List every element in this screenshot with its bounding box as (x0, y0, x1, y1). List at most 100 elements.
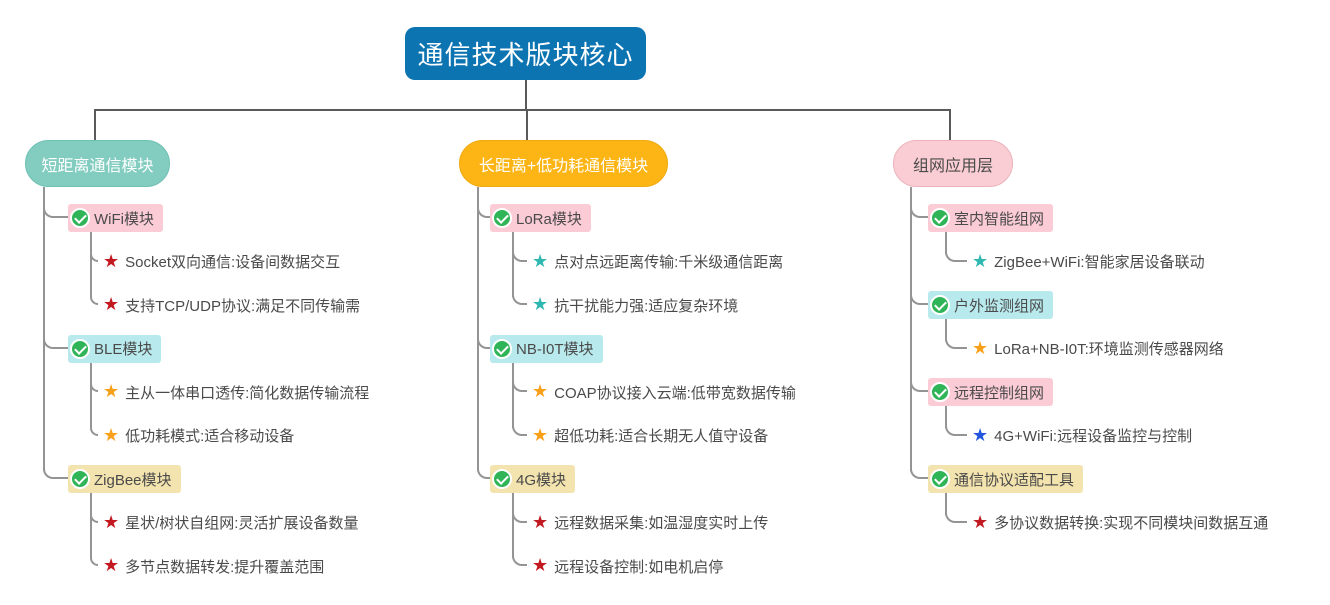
leaf-label: 抗干扰能力强:适应复杂环境 (554, 297, 739, 315)
leaf-item[interactable]: ★4G+WiFi:远程设备监控与控制 (972, 424, 1192, 448)
subtopic-trunk-line (90, 362, 92, 428)
check-icon (930, 208, 950, 228)
check-icon (930, 382, 950, 402)
branch-elbow-line (910, 467, 928, 479)
leaf-item[interactable]: ★ 点对点远距离传输:千米级通信距离 (532, 250, 783, 274)
subtopic-node[interactable]: 通信协议适配工具 (928, 465, 1084, 493)
branch-topic[interactable]: 短距离通信模块 (25, 140, 170, 187)
star-icon: ★ (972, 511, 989, 532)
leaf-item[interactable]: ★ZigBee+WiFi:智能家居设备联动 (972, 250, 1205, 274)
check-icon (930, 295, 950, 315)
leaf-label: 支持TCP/UDP协议:满足不同传输需 (125, 297, 361, 315)
star-icon: ★ (532, 555, 549, 575)
star-icon: ★ (972, 337, 989, 358)
branch-topic[interactable]: 组网应用层 (893, 140, 1013, 187)
check-icon (70, 338, 90, 359)
subtopic-node[interactable]: 远程控制组网 (928, 378, 1054, 406)
star-icon: ★ (532, 424, 549, 445)
leaf-elbow-line (945, 423, 967, 436)
star-icon: ★ (103, 424, 120, 445)
leaf-elbow-line (90, 510, 98, 523)
branch-elbow-line (477, 467, 490, 479)
subtopic-node[interactable]: NB-I0T模块 (490, 334, 603, 363)
branch-trunk-line (43, 187, 45, 471)
leaf-elbow-line (945, 510, 967, 523)
leaf-item[interactable]: ★抗干扰能力强:适应复杂环境 (532, 293, 738, 317)
leaf-label: 低功耗模式:适合移动设备 (125, 428, 295, 445)
subtopic-label: 户外监测组网 (954, 297, 1045, 315)
leaf-label: 4G+WiFi:远程设备监控与控制 (994, 428, 1193, 445)
subtopic-node[interactable]: BLE模块 (68, 334, 162, 363)
branch-elbow-line (910, 380, 928, 392)
leaf-item[interactable]: ★ 远程设备控制:如电机启停 (532, 554, 723, 578)
subtopic-node[interactable]: WiFi模块 (68, 204, 163, 232)
subtopic-label: 室内智能组网 (954, 210, 1045, 228)
star-icon: ★ (103, 555, 120, 575)
branch-elbow-line (43, 206, 68, 218)
branch-drop-line (949, 109, 951, 140)
leaf-elbow-line (512, 423, 527, 436)
leaf-label: 点对点远距离传输:千米级通信距离 (554, 254, 784, 271)
root-horizontal-line (94, 109, 951, 111)
leaf-label: COAP协议接入云端:低带宽数据传输 (554, 384, 796, 402)
leaf-label: 多协议数据转换:实现不同模块间数据互通 (994, 515, 1269, 532)
subtopic-label: 通信协议适配工具 (954, 471, 1075, 489)
subtopic-node[interactable]: ZigBee模块 (68, 465, 181, 493)
branch-elbow-line (477, 336, 490, 349)
subtopic-trunk-line (90, 232, 92, 297)
subtopic-label: BLE模块 (94, 341, 153, 358)
star-icon: ★ (103, 511, 120, 532)
branch-elbow-line (910, 206, 928, 218)
star-icon: ★ (532, 511, 549, 532)
star-icon: ★ (532, 381, 549, 401)
branch-elbow-line (910, 293, 928, 305)
leaf-elbow-line (512, 380, 527, 392)
leaf-elbow-line (512, 293, 527, 305)
star-icon: ★ (532, 250, 549, 271)
leaf-item[interactable]: ★主从一体串口透传:简化数据传输流程 (103, 380, 369, 404)
leaf-item[interactable]: ★ 远程数据采集:如温湿度实时上传 (532, 511, 768, 535)
check-icon (492, 208, 512, 228)
leaf-elbow-line (90, 423, 98, 436)
branch-elbow-line (43, 467, 68, 479)
branch-trunk-line (910, 187, 912, 471)
leaf-item[interactable]: ★ COAP协议接入云端:低带宽数据传输 (532, 380, 796, 404)
leaf-label: LoRa+NB-I0T:环境监测传感器网络 (994, 341, 1224, 358)
subtopic-label: LoRa模块 (516, 210, 582, 228)
leaf-item[interactable]: ★多节点数据转发:提升覆盖范围 (103, 554, 324, 578)
leaf-item[interactable]: ★ LoRa+NB-I0T:环境监测传感器网络 (972, 337, 1224, 361)
check-icon (930, 469, 950, 489)
branch-elbow-line (43, 336, 68, 349)
leaf-item[interactable]: ★ 支持TCP/UDP协议:满足不同传输需 (103, 293, 360, 317)
subtopic-trunk-line (90, 493, 92, 558)
root-topic[interactable]: 通信技术版块核心 (405, 27, 646, 80)
branch-topic[interactable]: 长距离+低功耗通信模块 (459, 140, 668, 187)
leaf-elbow-line (90, 380, 98, 392)
subtopic-node[interactable]: 户外监测组网 (928, 291, 1054, 319)
subtopic-node[interactable]: 4G模块 (490, 465, 576, 493)
leaf-item[interactable]: ★超低功耗:适合长期无人值守设备 (532, 424, 768, 448)
leaf-item[interactable]: ★ 低功耗模式:适合移动设备 (103, 424, 294, 448)
subtopic-trunk-line (945, 232, 947, 254)
leaf-elbow-line (512, 554, 527, 566)
leaf-elbow-line (90, 554, 98, 566)
subtopic-trunk-line (512, 493, 514, 558)
star-icon: ★ (103, 381, 120, 401)
subtopic-trunk-line (512, 362, 514, 428)
check-icon (70, 469, 90, 489)
check-icon (492, 469, 512, 489)
subtopic-label: ZigBee模块 (94, 471, 172, 489)
root-stem-line (525, 80, 527, 109)
leaf-item[interactable]: ★星状/树状自组网:灵活扩展设备数量 (103, 511, 358, 535)
subtopic-node[interactable]: LoRa模块 (490, 204, 591, 232)
subtopic-node[interactable]: 室内智能组网 (928, 204, 1054, 232)
leaf-label: 远程设备控制:如电机启停 (554, 558, 724, 576)
leaf-elbow-line (945, 249, 967, 262)
star-icon: ★ (103, 294, 120, 314)
leaf-label: 远程数据采集:如温湿度实时上传 (554, 515, 769, 532)
leaf-item[interactable]: ★ 多协议数据转换:实现不同模块间数据互通 (972, 511, 1268, 535)
leaf-item[interactable]: ★Socket双向通信:设备间数据交互 (103, 250, 340, 274)
subtopic-label: 远程控制组网 (954, 384, 1045, 402)
branch-elbow-line (477, 206, 490, 218)
